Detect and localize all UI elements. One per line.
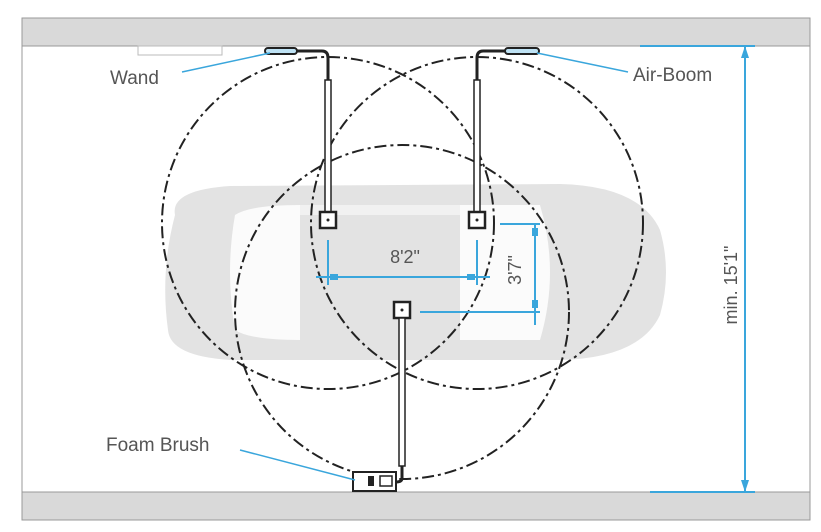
vertical-offset-label: 3'7": [505, 255, 525, 285]
bottom-wall: [21, 491, 811, 521]
wand-label: Wand: [110, 68, 159, 89]
wall-fixture: [137, 45, 223, 56]
horizontal-spacing-label: 8'2": [390, 247, 420, 267]
air-boom-equipment: [467, 47, 540, 230]
foam-brush-leader-line: [239, 449, 356, 481]
air-boom-reach-circle: [310, 56, 644, 390]
wand-leader-line: [181, 52, 271, 73]
wand-equipment: [264, 47, 338, 230]
top-wall: [21, 17, 811, 47]
air-boom-leader-line: [536, 52, 629, 73]
dimension-lines: [316, 45, 755, 493]
air-boom-label: Air-Boom: [633, 65, 712, 86]
foam-brush-label: Foam Brush: [106, 435, 209, 456]
min-bay-width-label: min. 15'1": [721, 246, 741, 325]
foam-brush-equipment: [352, 300, 412, 492]
car-silhouette: [165, 184, 666, 360]
wand-reach-circle: [161, 56, 495, 390]
